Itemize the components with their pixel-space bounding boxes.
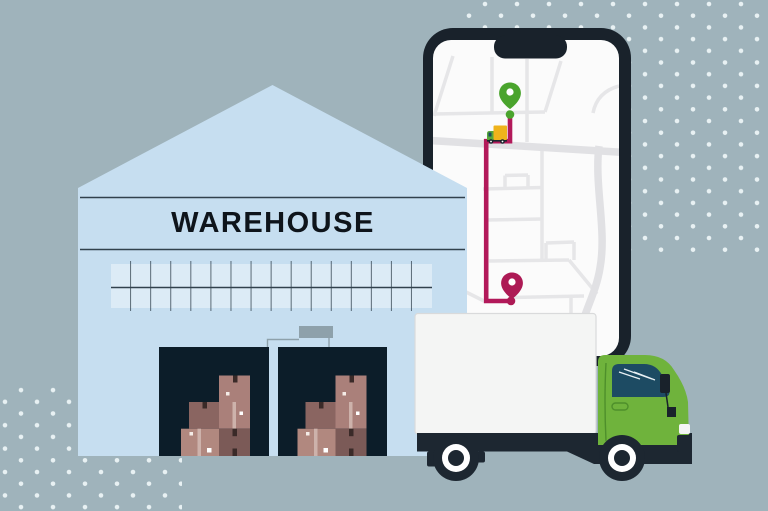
front-bumper	[677, 435, 692, 452]
junction-box	[299, 326, 333, 338]
front-wheel	[599, 435, 645, 481]
headlight	[679, 424, 690, 434]
rear-wheel	[433, 435, 479, 481]
warehouse-building: WAREHOUSE	[78, 85, 467, 456]
warehouse-sign: WAREHOUSE	[171, 207, 375, 239]
pickup-dot	[506, 110, 515, 119]
phone-notch	[494, 36, 567, 59]
fuel-cap	[667, 407, 676, 417]
window-strip	[111, 261, 432, 311]
delivery-truck	[415, 314, 692, 482]
side-mirror	[660, 374, 670, 393]
cargo-box	[415, 314, 596, 435]
